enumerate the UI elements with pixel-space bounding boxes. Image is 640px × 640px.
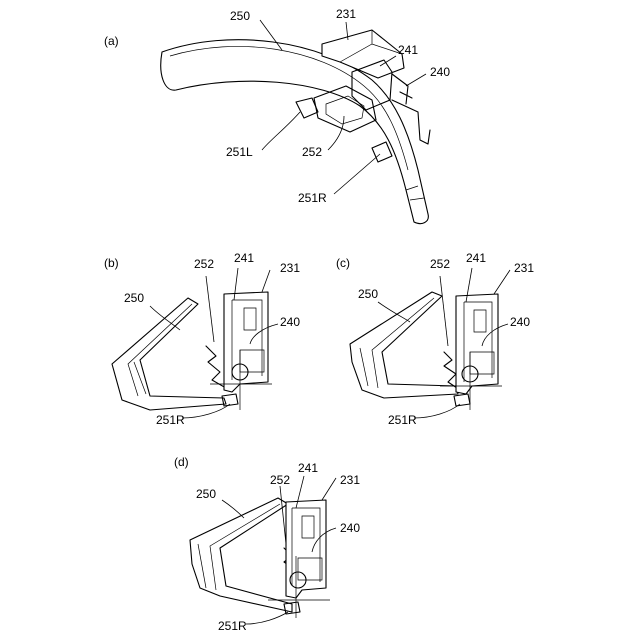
ref-d-240: 240 [340, 521, 360, 535]
ref-c-231: 231 [514, 261, 534, 275]
panel-d: (d) 252 241 231 250 240 251R [174, 455, 360, 633]
ref-d-250: 250 [196, 487, 216, 501]
leader-c-252 [440, 276, 448, 346]
hinge-252-b [206, 346, 226, 388]
ref-d-251R: 251R [218, 619, 247, 633]
ref-b-251R: 251R [156, 413, 185, 427]
mount-251R [372, 142, 392, 162]
panel-a: (a) 250 231 241 240 251L 252 251R [104, 7, 450, 224]
ref-a-241: 241 [398, 43, 418, 57]
ref-b-252: 252 [194, 257, 214, 271]
ref-b-231: 231 [280, 261, 300, 275]
ref-a-251L: 251L [226, 145, 253, 159]
ref-d-231: 231 [340, 473, 360, 487]
leader-b-252 [206, 276, 214, 342]
panel-c-label: (c) [336, 256, 350, 270]
leader-d-231 [322, 478, 336, 500]
ref-a-250: 250 [230, 9, 250, 23]
panel-b: (b) 252 241 231 250 240 251R [104, 251, 300, 427]
visor-250-c [350, 292, 458, 398]
leader-a-252 [328, 116, 344, 150]
leader-d-250 [222, 500, 244, 518]
ref-a-231: 231 [336, 7, 356, 21]
ref-b-240: 240 [280, 315, 300, 329]
ref-d-241: 241 [298, 461, 318, 475]
ref-a-252: 252 [302, 145, 322, 159]
ref-b-241: 241 [234, 251, 254, 265]
ref-c-251R: 251R [388, 413, 417, 427]
leader-a-251R [334, 154, 380, 194]
ref-c-241: 241 [466, 251, 486, 265]
mount-251R-c [454, 394, 470, 406]
ref-c-252: 252 [430, 257, 450, 271]
panel-c: (c) 252 241 231 250 240 251R [336, 251, 534, 427]
panel-b-label: (b) [104, 256, 119, 270]
panel-d-label: (d) [174, 455, 189, 469]
leader-a-251L [262, 112, 300, 150]
leader-a-240 [406, 74, 426, 86]
leader-d-252 [280, 486, 286, 544]
ref-a-251R: 251R [298, 191, 327, 205]
ref-c-250: 250 [358, 287, 378, 301]
ref-b-250: 250 [124, 291, 144, 305]
panel-a-label: (a) [104, 34, 119, 48]
leader-c-251R [414, 404, 460, 418]
leader-b-231 [262, 270, 270, 292]
visor-250-b [112, 298, 226, 410]
ref-d-252: 252 [270, 473, 290, 487]
ref-a-240: 240 [430, 65, 450, 79]
ref-c-240: 240 [510, 315, 530, 329]
leader-d-251R [246, 612, 288, 624]
leader-c-231 [494, 270, 510, 294]
